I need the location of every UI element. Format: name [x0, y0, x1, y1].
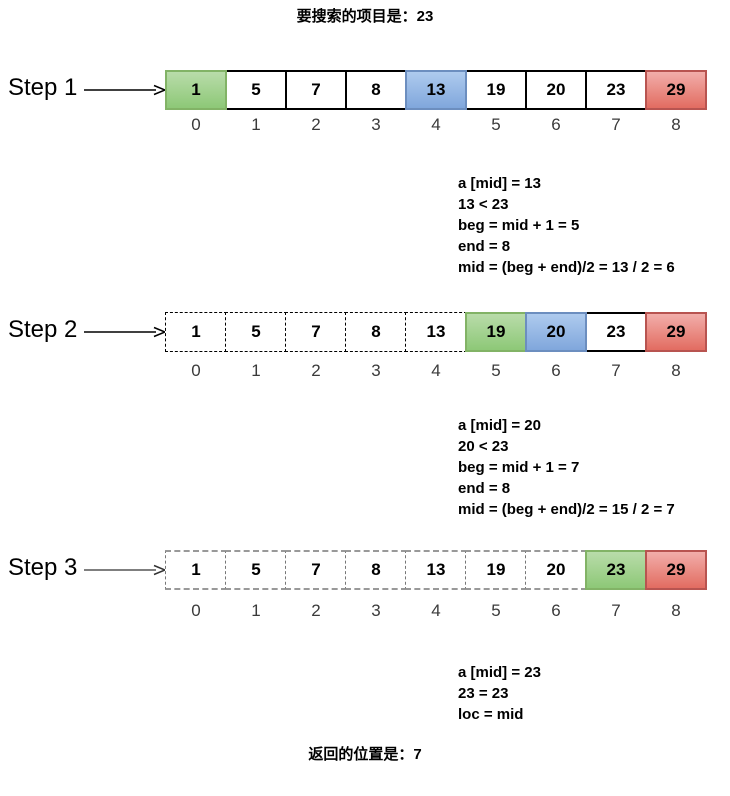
array-cell: 29: [645, 550, 707, 590]
index-label: 2: [311, 361, 321, 380]
array-cell: 1: [165, 312, 227, 352]
array-cell: 8: [345, 550, 407, 590]
arrow-icon: [84, 84, 166, 96]
step3-calculation-notes: a [mid] = 23 23 = 23 loc = mid: [458, 662, 541, 725]
array-cell: 23: [585, 70, 647, 110]
step2-indices: 0 1 2 3 4 5 6 7 8: [165, 360, 707, 382]
step1-array: 1 5 7 8 13 19 20 23 29: [165, 70, 707, 110]
array-cell: 1: [165, 550, 227, 590]
index-label: 3: [371, 601, 381, 620]
index-label: 3: [371, 115, 381, 134]
note-line: 23 = 23: [458, 685, 509, 702]
result-position-text: 返回的位置是：7: [308, 746, 422, 763]
array-cell: 19: [465, 550, 527, 590]
array-cell: 20: [525, 312, 587, 352]
array-cell: 7: [285, 550, 347, 590]
step2-label: Step 2: [8, 316, 78, 343]
step2-calculation-notes: a [mid] = 20 20 < 23 beg = mid + 1 = 7 e…: [458, 415, 675, 520]
array-cell: 13: [405, 70, 467, 110]
index-label: 5: [491, 115, 501, 134]
note-line: mid = (beg + end)/2 = 13 / 2 = 6: [458, 259, 675, 276]
index-label: 6: [551, 601, 561, 620]
index-label: 4: [431, 115, 441, 134]
array-cell: 23: [585, 550, 647, 590]
step3-array: 1 5 7 8 13 19 20 23 29: [165, 550, 707, 590]
array-cell: 8: [345, 312, 407, 352]
arrow-icon: [84, 326, 166, 338]
array-cell: 19: [465, 312, 527, 352]
index-label: 8: [671, 115, 681, 134]
note-line: a [mid] = 20: [458, 417, 541, 434]
index-label: 8: [671, 601, 681, 620]
array-cell: 29: [645, 70, 707, 110]
step1-label: Step 1: [8, 74, 78, 101]
array-cell: 20: [525, 70, 587, 110]
array-cell: 13: [405, 550, 467, 590]
step1-indices: 0 1 2 3 4 5 6 7 8: [165, 114, 707, 136]
note-line: end = 8: [458, 480, 511, 497]
array-cell: 20: [525, 550, 587, 590]
index-label: 5: [491, 361, 501, 380]
index-label: 0: [191, 601, 201, 620]
index-label: 2: [311, 115, 321, 134]
note-line: beg = mid + 1 = 5: [458, 217, 580, 234]
step1-calculation-notes: a [mid] = 13 13 < 23 beg = mid + 1 = 5 e…: [458, 173, 675, 278]
array-cell: 5: [225, 70, 287, 110]
index-label: 1: [251, 361, 261, 380]
note-line: mid = (beg + end)/2 = 15 / 2 = 7: [458, 501, 675, 518]
index-label: 4: [431, 601, 441, 620]
index-label: 7: [611, 361, 621, 380]
note-line: 20 < 23: [458, 438, 509, 455]
note-line: a [mid] = 23: [458, 664, 541, 681]
array-cell: 7: [285, 70, 347, 110]
index-label: 0: [191, 115, 201, 134]
note-line: beg = mid + 1 = 7: [458, 459, 580, 476]
array-cell: 19: [465, 70, 527, 110]
index-label: 6: [551, 361, 561, 380]
index-label: 3: [371, 361, 381, 380]
array-cell: 7: [285, 312, 347, 352]
note-line: end = 8: [458, 238, 511, 255]
array-cell: 5: [225, 550, 287, 590]
step2-array: 1 5 7 8 13 19 20 23 29: [165, 312, 707, 352]
array-cell: 8: [345, 70, 407, 110]
note-line: 13 < 23: [458, 196, 509, 213]
index-label: 6: [551, 115, 561, 134]
index-label: 8: [671, 361, 681, 380]
arrow-icon: [84, 564, 166, 576]
array-cell: 23: [585, 312, 647, 352]
index-label: 4: [431, 361, 441, 380]
index-label: 7: [611, 601, 621, 620]
array-cell: 5: [225, 312, 287, 352]
index-label: 5: [491, 601, 501, 620]
index-label: 7: [611, 115, 621, 134]
note-line: loc = mid: [458, 706, 524, 723]
step3-indices: 0 1 2 3 4 5 6 7 8: [165, 600, 707, 622]
note-line: a [mid] = 13: [458, 175, 541, 192]
index-label: 1: [251, 115, 261, 134]
search-target-title: 要搜索的项目是：23: [296, 8, 434, 25]
array-cell: 13: [405, 312, 467, 352]
index-label: 1: [251, 601, 261, 620]
array-cell: 29: [645, 312, 707, 352]
index-label: 0: [191, 361, 201, 380]
step3-label: Step 3: [8, 554, 78, 581]
array-cell: 1: [165, 70, 227, 110]
index-label: 2: [311, 601, 321, 620]
